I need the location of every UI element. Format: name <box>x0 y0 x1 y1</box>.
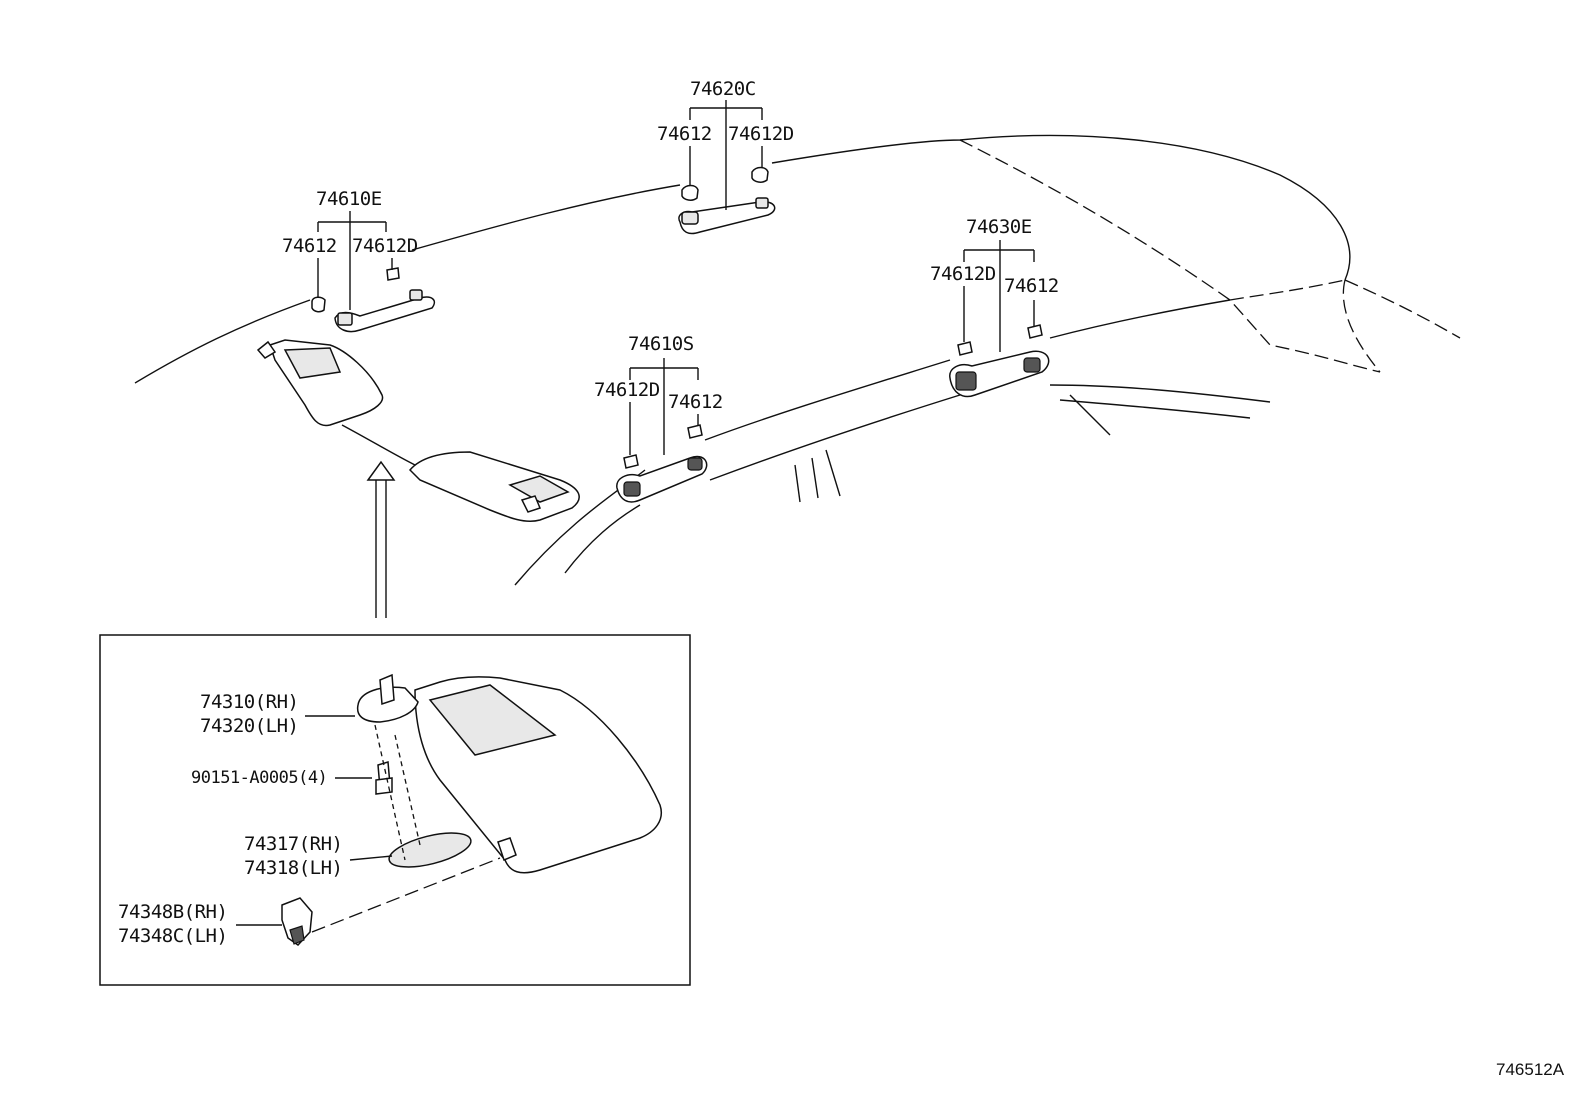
assist-grip-74630e <box>949 324 1050 398</box>
label-screw: 90151-A0005(4) <box>191 768 327 788</box>
label-74620c-cover-a: 74612 <box>657 123 712 145</box>
label-mirror-cover-lh: 74318(LH) <box>244 857 342 879</box>
assist-grip-74610e <box>311 267 436 333</box>
label-74610e-cover-a: 74612 <box>282 235 337 257</box>
sun-visor-left-small <box>256 339 384 427</box>
label-74610e: 74610E <box>316 188 382 210</box>
label-mirror-cover-rh: 74317(RH) <box>244 833 342 855</box>
label-74610e-cover-d: 74612D <box>352 235 418 257</box>
label-visor-rh: 74310(RH) <box>200 691 298 713</box>
detail-visor-holder <box>281 897 313 946</box>
label-74610s-cover-d: 74612D <box>594 379 660 401</box>
label-74610s-cover-a: 74612 <box>668 391 723 413</box>
detail-sun-visor <box>356 673 662 874</box>
label-holder-rh: 74348B(RH) <box>118 901 227 923</box>
label-74630e: 74630E <box>966 216 1032 238</box>
roof-outline <box>134 134 1461 586</box>
assist-grip-74610s <box>616 424 708 503</box>
label-74610s: 74610S <box>628 333 694 355</box>
detail-mirror-cover <box>388 832 472 868</box>
assist-grip-74620c <box>678 166 776 235</box>
detail-leader-lines <box>236 715 501 933</box>
detail-arrow <box>366 460 396 618</box>
sun-visor-right-small <box>408 451 580 522</box>
leader-lines-main <box>317 100 1035 455</box>
diagram-reference: 746512A <box>1496 1060 1565 1079</box>
label-holder-lh: 74348C(LH) <box>118 925 227 947</box>
label-74620c-cover-d: 74612D <box>728 123 794 145</box>
label-visor-lh: 74320(LH) <box>200 715 298 737</box>
label-74620c: 74620C <box>690 78 756 100</box>
label-74630e-cover-d: 74612D <box>930 263 996 285</box>
label-74630e-cover-a: 74612 <box>1004 275 1059 297</box>
detail-box <box>99 634 691 986</box>
part-labels: 74620C 74612 74612D 74610E 74612 74612D … <box>118 78 1565 1079</box>
